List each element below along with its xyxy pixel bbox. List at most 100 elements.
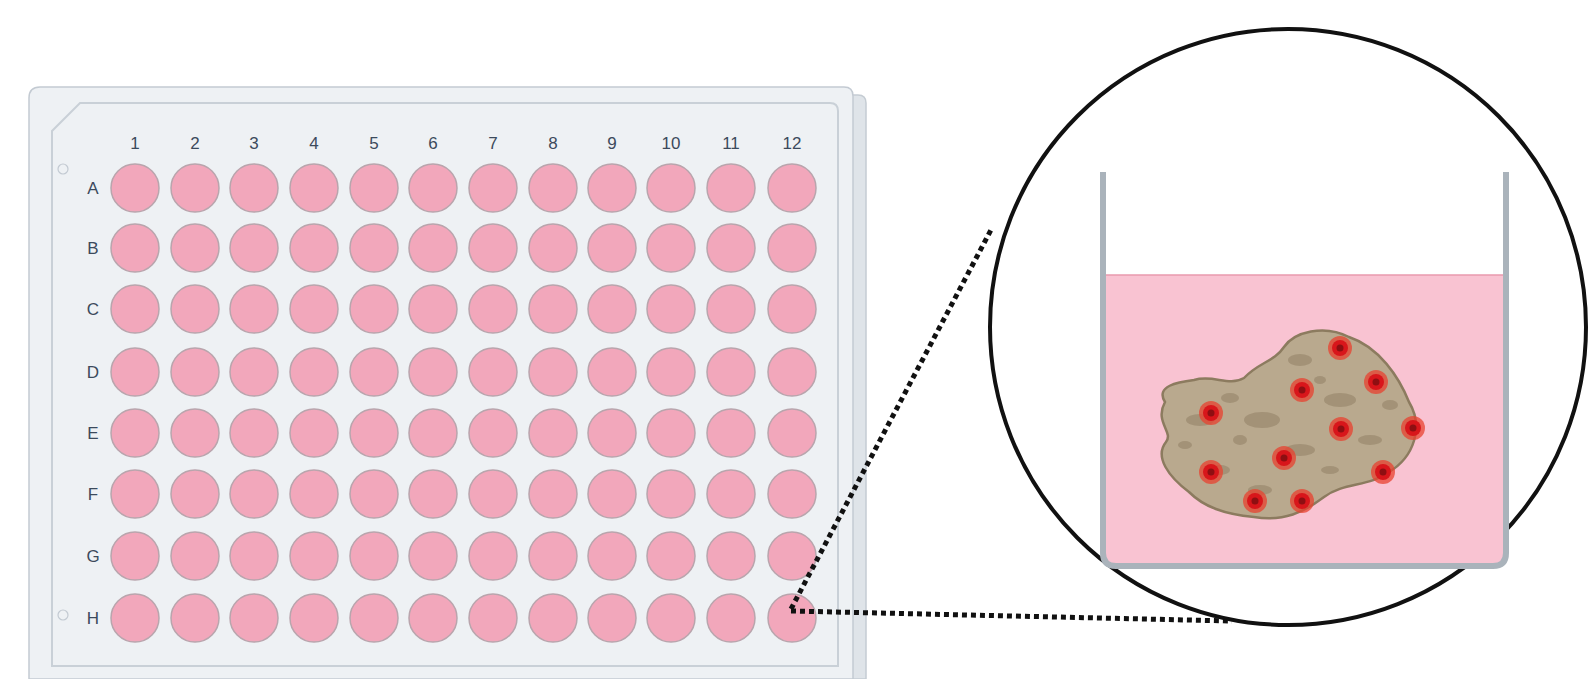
row-letter: F	[88, 486, 98, 503]
well	[707, 594, 755, 642]
zoom-leader	[791, 611, 1232, 621]
well	[529, 164, 577, 212]
well	[409, 532, 457, 580]
fluorescent-cell	[1199, 460, 1223, 484]
well	[111, 594, 159, 642]
well	[647, 409, 695, 457]
well	[647, 285, 695, 333]
column-number: 8	[548, 135, 557, 152]
well	[409, 594, 457, 642]
well	[529, 224, 577, 272]
well	[230, 594, 278, 642]
well	[707, 532, 755, 580]
well	[230, 348, 278, 396]
column-number: 9	[607, 135, 616, 152]
well	[230, 470, 278, 518]
row-letter: B	[87, 240, 98, 257]
well	[588, 532, 636, 580]
well	[111, 409, 159, 457]
well	[768, 470, 816, 518]
well	[350, 594, 398, 642]
column-number: 6	[428, 135, 437, 152]
well	[171, 470, 219, 518]
fluorescent-cell	[1243, 489, 1267, 513]
well	[707, 409, 755, 457]
well	[350, 224, 398, 272]
well	[588, 470, 636, 518]
well	[111, 532, 159, 580]
well	[768, 164, 816, 212]
fluorescent-cell	[1199, 401, 1223, 425]
well	[529, 470, 577, 518]
well	[230, 164, 278, 212]
well	[469, 532, 517, 580]
well	[707, 224, 755, 272]
fluorescent-cell	[1371, 460, 1395, 484]
well	[350, 532, 398, 580]
well	[230, 285, 278, 333]
well	[529, 285, 577, 333]
well	[469, 470, 517, 518]
well	[647, 164, 695, 212]
well	[647, 532, 695, 580]
well	[350, 470, 398, 518]
well	[290, 409, 338, 457]
row-letter: A	[87, 180, 98, 197]
well	[350, 164, 398, 212]
well	[409, 348, 457, 396]
fluorescent-cell	[1272, 446, 1296, 470]
plate-inner-border	[52, 103, 838, 666]
zoom-circle	[990, 29, 1586, 625]
well	[707, 348, 755, 396]
well	[230, 224, 278, 272]
plate-notch	[58, 164, 68, 174]
well	[230, 409, 278, 457]
well	[350, 409, 398, 457]
fluorescent-cell	[1290, 489, 1314, 513]
well	[647, 470, 695, 518]
well	[290, 348, 338, 396]
well	[409, 224, 457, 272]
well	[171, 409, 219, 457]
fluorescent-cell	[1401, 416, 1425, 440]
well	[529, 594, 577, 642]
well	[469, 348, 517, 396]
well	[768, 224, 816, 272]
column-number: 10	[662, 135, 681, 152]
well	[588, 285, 636, 333]
fluorescent-cell	[1328, 336, 1352, 360]
well	[350, 348, 398, 396]
well-wall	[1103, 172, 1506, 566]
well	[768, 409, 816, 457]
well	[409, 470, 457, 518]
column-number: 1	[130, 135, 139, 152]
row-letter: C	[87, 301, 99, 318]
well	[588, 409, 636, 457]
well	[707, 164, 755, 212]
well	[171, 224, 219, 272]
liquid-surface	[1103, 274, 1506, 276]
tissue-texture	[1178, 354, 1398, 495]
well	[171, 285, 219, 333]
fluorescent-cell	[1329, 417, 1353, 441]
well	[647, 224, 695, 272]
column-number: 12	[783, 135, 802, 152]
well	[707, 285, 755, 333]
row-letter: E	[87, 425, 98, 442]
well	[469, 409, 517, 457]
well	[409, 285, 457, 333]
plate-notch	[58, 610, 68, 620]
well	[290, 224, 338, 272]
well	[290, 594, 338, 642]
well	[230, 532, 278, 580]
plate-body	[29, 87, 853, 679]
well-liquid	[1103, 275, 1506, 566]
well	[588, 348, 636, 396]
well	[707, 470, 755, 518]
well	[111, 164, 159, 212]
column-number: 3	[249, 135, 258, 152]
well	[588, 224, 636, 272]
well	[588, 594, 636, 642]
well	[469, 285, 517, 333]
